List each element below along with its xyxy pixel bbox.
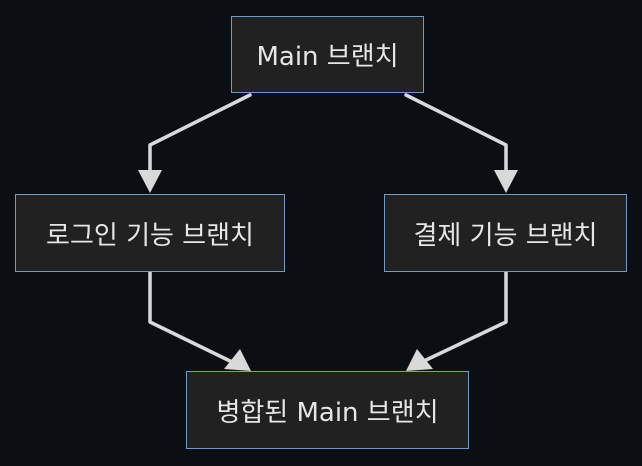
arrowhead-login [138,170,162,193]
arrowhead-merged-right [406,349,433,371]
node-label: 병합된 Main 브랜치 [216,397,439,428]
arrowhead-pay [494,170,518,193]
edge-main-to-pay [404,93,508,174]
node-login-feature-branch[interactable]: 로그인 기능 브랜치 [15,194,285,272]
edge-login-to-merged [148,270,232,363]
edge-pay-to-merged [422,270,508,363]
node-label: 결제 기능 브랜치 [413,220,598,251]
edge-main-to-login [148,93,252,174]
node-payment-feature-branch[interactable]: 결제 기능 브랜치 [384,194,627,272]
node-label: Main 브랜치 [256,42,399,72]
arrowhead-merged-left [224,349,251,371]
node-main-branch[interactable]: Main 브랜치 [231,16,424,93]
node-label: 로그인 기능 브랜치 [46,220,254,251]
node-merged-main-branch[interactable]: 병합된 Main 브랜치 [186,371,469,449]
